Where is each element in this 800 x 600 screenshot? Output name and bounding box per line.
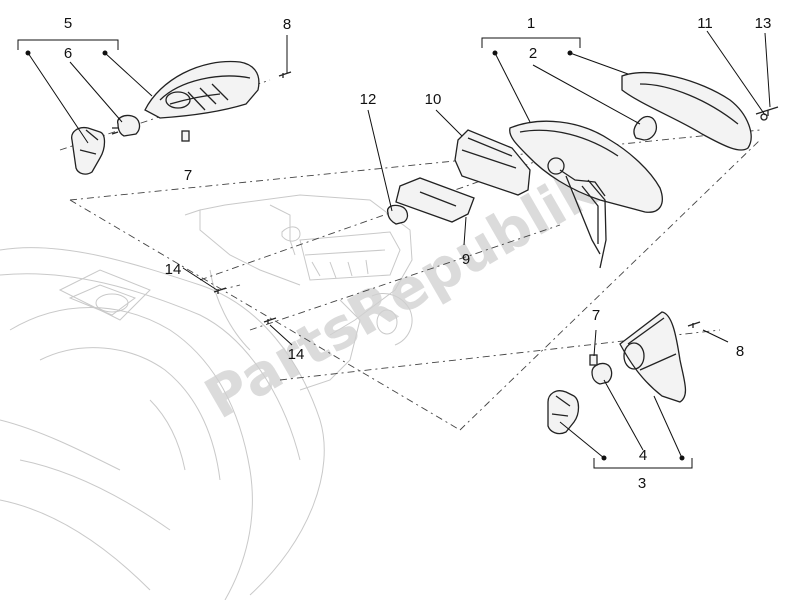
callout-10: 10	[425, 91, 442, 108]
callout-5: 5	[64, 15, 72, 32]
left-clip	[181, 130, 190, 142]
left-bulb-holder	[71, 126, 106, 175]
callout-14-lower: 14	[288, 346, 305, 363]
taillight-body	[509, 120, 663, 213]
callout-9: 9	[462, 251, 470, 268]
callout-1: 1	[527, 15, 535, 32]
callout-13: 13	[755, 15, 772, 32]
left-indicator-bulb	[117, 114, 141, 137]
right-indicator-assembly	[547, 311, 701, 435]
right-bulb-holder	[547, 390, 580, 435]
fixing-screws	[213, 287, 277, 324]
callout-3: 3	[638, 475, 646, 492]
left-screw	[278, 71, 292, 78]
dot-3-b	[679, 455, 685, 461]
taillight-lens	[621, 72, 752, 151]
bracket-group-3	[593, 458, 693, 469]
dot-5-a	[25, 50, 31, 56]
callout-8-left: 8	[283, 16, 291, 33]
callout-6: 6	[64, 45, 72, 62]
taillight-assembly	[509, 72, 779, 269]
callout-8-right: 8	[736, 343, 744, 360]
left-indicator-assembly	[71, 60, 292, 175]
bracket-group-5	[17, 39, 119, 50]
callout-12: 12	[360, 91, 377, 108]
plate-light-lens	[395, 177, 475, 223]
right-clip	[589, 354, 598, 366]
callout-7-left: 7	[184, 167, 192, 184]
dot-3-a	[601, 455, 607, 461]
scooter-body-outline	[0, 194, 413, 600]
bracket-group-1	[481, 37, 581, 48]
taillight-washer	[760, 113, 768, 121]
dot-1-a	[492, 50, 498, 56]
screw-14-lower	[263, 317, 277, 324]
callout-labels: 1 2 3 4 5 6 7 7 8 8 9 10 11 12 13 14 14	[64, 15, 772, 492]
plate-light-housing	[454, 129, 531, 196]
plate-light-bulb	[386, 204, 409, 225]
plate-light-assembly	[386, 129, 531, 225]
right-indicator-bulb	[591, 362, 613, 385]
leader-lines	[27, 30, 771, 459]
dot-5-b	[102, 50, 108, 56]
screw-14-upper	[213, 287, 227, 294]
taillight-bulb	[633, 115, 658, 141]
taillight-screw	[755, 106, 779, 116]
right-screw	[687, 321, 701, 328]
callout-7-right: 7	[592, 307, 600, 324]
callout-2: 2	[529, 45, 537, 62]
dot-1-b	[567, 50, 573, 56]
group-brackets	[17, 37, 693, 469]
callout-11: 11	[697, 15, 713, 32]
right-indicator-lens	[619, 311, 687, 403]
callout-14-upper: 14	[165, 261, 182, 278]
callout-4: 4	[639, 447, 647, 464]
